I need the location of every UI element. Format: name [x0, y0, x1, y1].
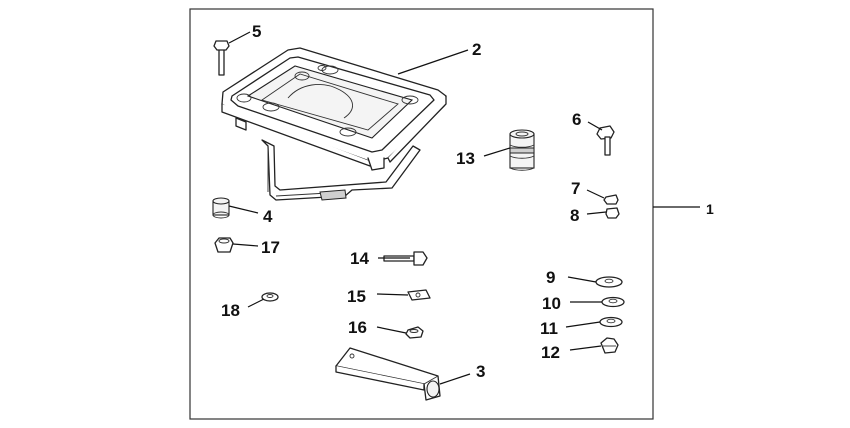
- leader-6: [587, 121, 603, 131]
- nut-8-part: [605, 207, 620, 219]
- capnut-12-part: [600, 337, 619, 354]
- label-part-5: 5: [252, 22, 261, 41]
- leader-9: [567, 276, 597, 283]
- carrier-rack-part: [221, 47, 447, 201]
- leader-5: [228, 31, 251, 44]
- leader-2: [397, 49, 469, 75]
- bracket-3-part: [335, 347, 441, 401]
- label-part-1: 1: [706, 201, 714, 217]
- label-part-10: 10: [542, 294, 561, 313]
- grommet-17-part: [214, 237, 234, 253]
- leader-13: [483, 147, 511, 157]
- label-part-3: 3: [476, 362, 485, 381]
- label-part-4: 4: [263, 207, 273, 226]
- diagram-frame: [189, 8, 654, 420]
- label-part-2: 2: [472, 40, 481, 59]
- nut-7-part: [603, 194, 619, 205]
- leader-3: [439, 373, 471, 385]
- label-part-12: 12: [541, 343, 560, 362]
- leader-18: [247, 298, 265, 308]
- leader-12: [569, 345, 602, 351]
- washer-11-part: [599, 316, 623, 328]
- label-part-16: 16: [348, 318, 367, 337]
- label-part-7: 7: [571, 179, 580, 198]
- label-part-18: 18: [221, 301, 240, 320]
- label-part-8: 8: [570, 206, 579, 225]
- spacer-13-part: [509, 129, 535, 171]
- label-part-13: 13: [456, 149, 475, 168]
- bolt-5-part: [213, 40, 230, 76]
- plate-nut-15-part: [407, 289, 431, 301]
- nut-16-part: [405, 326, 424, 339]
- washer-9-part: [595, 276, 623, 288]
- label-part-9: 9: [546, 268, 555, 287]
- leader-16: [376, 326, 407, 334]
- leader-15: [376, 293, 409, 296]
- label-part-15: 15: [347, 287, 366, 306]
- washer-18-part: [261, 292, 279, 302]
- leader-17: [232, 243, 259, 247]
- collar-4-part: [212, 197, 230, 219]
- label-part-11: 11: [540, 319, 558, 338]
- label-part-17: 17: [261, 238, 280, 257]
- label-part-6: 6: [572, 110, 581, 129]
- label-part-14: 14: [350, 249, 369, 268]
- bolt-6-part: [596, 125, 615, 156]
- leader-11: [565, 321, 601, 328]
- leader-8: [586, 211, 607, 215]
- washer-10-part: [601, 296, 625, 308]
- leader-7: [586, 189, 605, 199]
- leader-4: [228, 205, 259, 214]
